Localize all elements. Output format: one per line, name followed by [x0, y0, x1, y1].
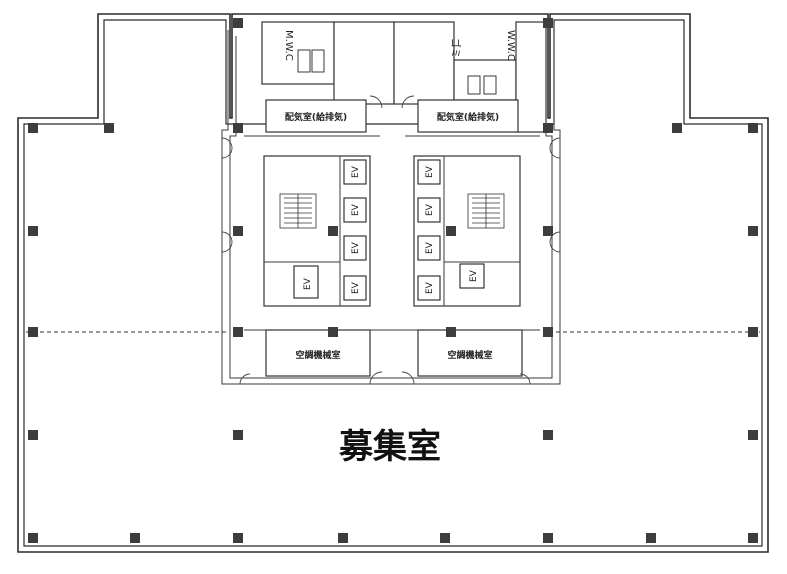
- elevator-box: [417, 275, 441, 301]
- elevator-label: EV: [425, 203, 435, 216]
- elevator-label: EV: [469, 269, 479, 282]
- elevator-box: [343, 197, 367, 223]
- core-outline-inner: [229, 36, 553, 379]
- columns: [28, 18, 758, 543]
- core-outline: [221, 30, 561, 385]
- toilet-stall: [483, 75, 497, 95]
- wc-left-label: M.W.C: [283, 30, 294, 61]
- elevator-box: [417, 235, 441, 261]
- air-room-left-label: 配気室(給排気): [285, 111, 347, 123]
- toilet-stall: [467, 75, 481, 95]
- outer-wall-inner: [23, 19, 763, 547]
- elevator-box: [417, 197, 441, 223]
- elevator-label: EV: [351, 281, 361, 294]
- elevator-label: EV: [425, 241, 435, 254]
- elevator-group: EV EV EV EV EV EV EV EV EV EV: [293, 159, 485, 301]
- machine-room-right-label: 空調機械室: [447, 349, 492, 361]
- machine-room-left-label: 空調機械室: [295, 349, 340, 361]
- elevator-box: [459, 263, 485, 289]
- toilet-stall: [311, 49, 325, 73]
- elevator-box: [343, 235, 367, 261]
- machine-room-right: [417, 329, 523, 377]
- elevator-box: [417, 159, 441, 185]
- outer-wall: [17, 13, 769, 553]
- elevator-box: [343, 159, 367, 185]
- elevator-label: EV: [351, 165, 361, 178]
- toilet-entrance-left: [333, 21, 395, 105]
- toilet-women-side: [515, 21, 547, 133]
- doors: [221, 95, 561, 385]
- toilet-women: [453, 59, 517, 101]
- elevator-box: [293, 265, 319, 299]
- air-room-left: [265, 99, 367, 133]
- main-room-label: 募集室: [338, 427, 441, 467]
- elevator-label: EV: [425, 281, 435, 294]
- stair-right: [467, 193, 505, 229]
- air-room-right-label: 配気室(給排気): [437, 111, 499, 123]
- wc-right-label: W.W.C: [505, 30, 516, 61]
- elevator-box: [343, 275, 367, 301]
- toilet-stall: [297, 49, 311, 73]
- elevator-label: EV: [351, 203, 361, 216]
- trash-room: [393, 21, 455, 105]
- elevator-label: EV: [303, 277, 313, 290]
- top-center-label: ゴミ: [449, 38, 462, 58]
- air-room-right: [417, 99, 519, 133]
- elevator-label: EV: [351, 241, 361, 254]
- machine-room-left: [265, 329, 371, 377]
- elevator-label: EV: [425, 165, 435, 178]
- stair-left: [279, 193, 317, 229]
